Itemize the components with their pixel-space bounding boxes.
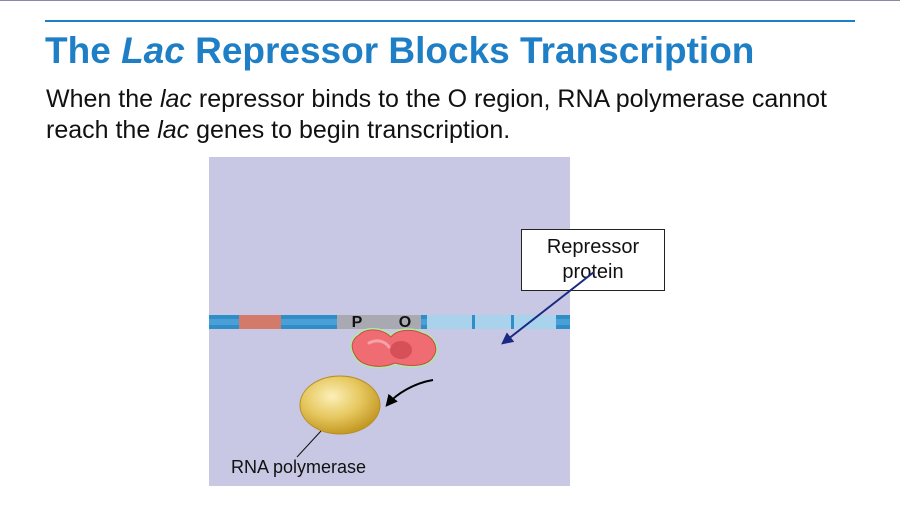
gene-divider (511, 315, 514, 329)
dna-strand (209, 315, 570, 329)
subtitle-part2: repressor binds to the O region, RNA pol… (46, 85, 827, 144)
polymerase-leader-line (296, 430, 322, 458)
top-border (0, 0, 900, 1)
title-post: Repressor Blocks Transcription (184, 30, 755, 71)
subtitle-part1: When the (46, 85, 160, 113)
subtitle-italic2: lac (157, 116, 190, 144)
polymerase-label: RNA polymerase (231, 457, 366, 477)
repressor-callout: Repressor protein (521, 229, 665, 291)
blocked-arrow (385, 379, 434, 407)
rna-polymerase (299, 375, 381, 435)
title-italic: Lac (121, 30, 185, 71)
title-rule (45, 20, 855, 22)
callout-line1: Repressor (546, 236, 640, 258)
operator-label: O (399, 314, 411, 331)
promoter-label: P (352, 314, 363, 331)
callout-line2: protein (562, 261, 624, 283)
slide-subtitle: When the lac repressor binds to the O re… (46, 84, 866, 146)
gene-divider (472, 315, 475, 329)
repressor-protein (350, 328, 438, 369)
title-pre: The (45, 30, 122, 71)
regulatory-gene (239, 315, 281, 329)
diagram-svg: P O RNA polymerase (209, 157, 570, 486)
subtitle-italic1: lac (159, 85, 192, 113)
slide-title: The Lac Repressor Blocks Transcription (45, 30, 754, 72)
lac-genes (427, 315, 556, 329)
subtitle-part3: genes to begin transcription. (189, 116, 511, 144)
promoter-operator-region (337, 315, 421, 329)
lac-operon-figure: P O RNA polymerase (209, 157, 570, 486)
